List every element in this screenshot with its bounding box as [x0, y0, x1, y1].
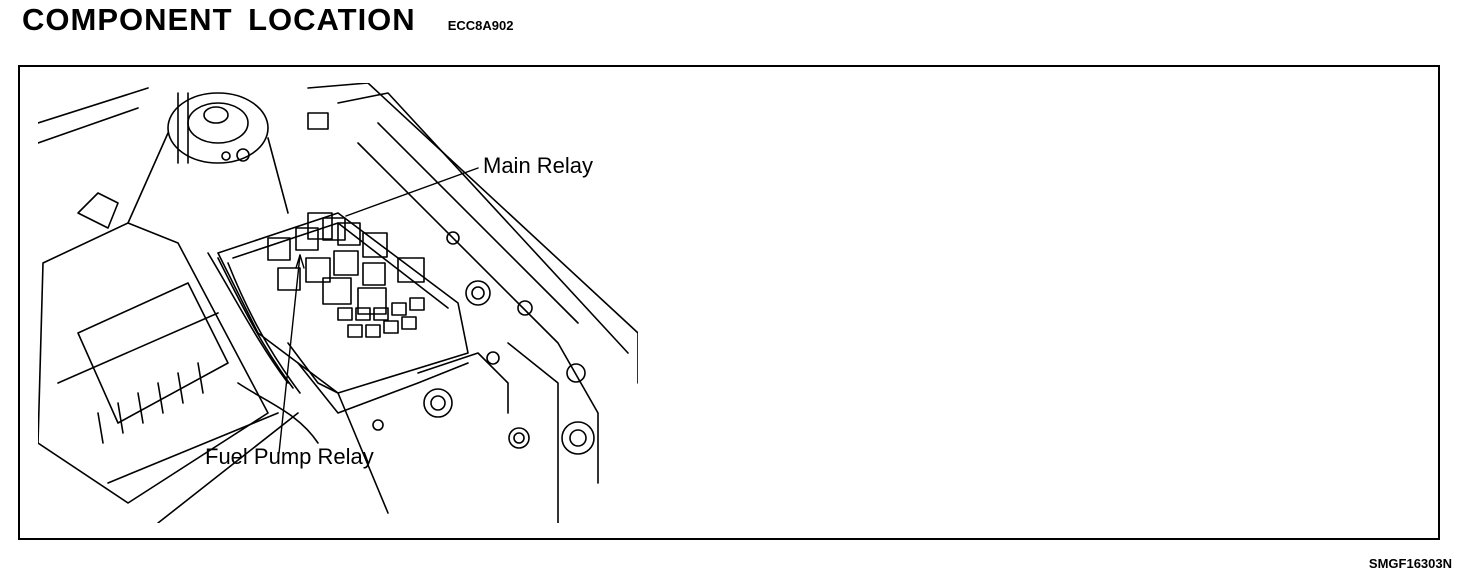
- document-code: ECC8A902: [447, 18, 514, 33]
- engine-bay-illustration: [38, 83, 638, 523]
- figure-frame: [18, 65, 1440, 540]
- main-relay-callout: Main Relay: [483, 153, 594, 178]
- page-header: COMPONENT LOCATION ECC8A902: [22, 2, 513, 38]
- fuel-pump-relay-callout: Fuel Pump Relay: [205, 444, 374, 469]
- figure-code: SMGF16303N: [1368, 556, 1452, 571]
- page-title: COMPONENT LOCATION: [22, 2, 416, 37]
